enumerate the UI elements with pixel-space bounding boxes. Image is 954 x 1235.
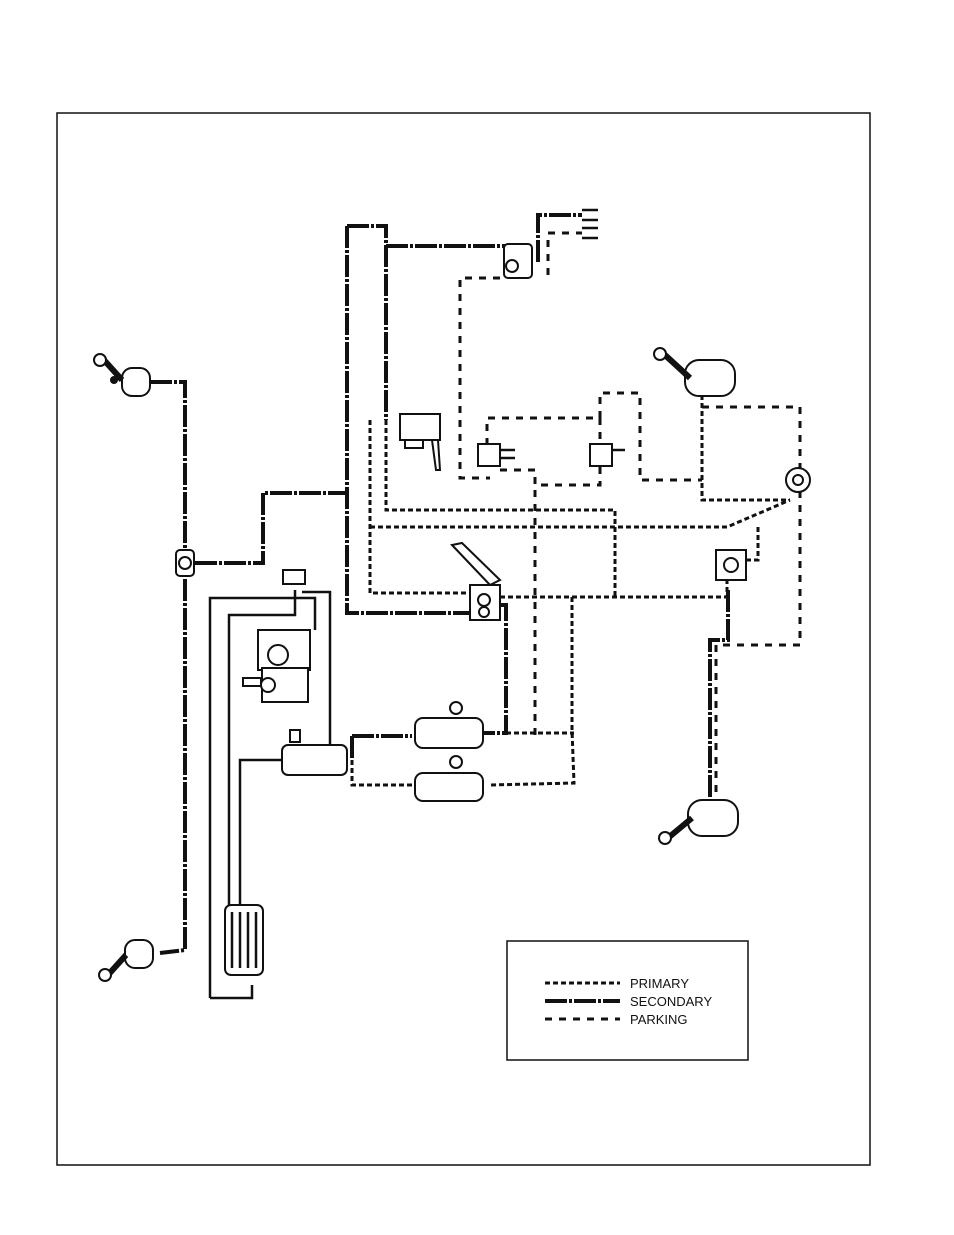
spring-brake-control-valve: [716, 550, 746, 580]
legend: PRIMARY SECONDARY PARKING: [507, 941, 748, 1060]
front-brake-chamber-left-top: [94, 354, 150, 396]
quick-release-valve: [176, 550, 194, 576]
front-brake-chamber-left-bottom: [99, 940, 153, 981]
primary-reservoir: [415, 702, 483, 748]
rear-spring-brake-chamber-bottom: [659, 800, 738, 844]
legend-primary-label: PRIMARY: [630, 976, 689, 991]
rear-spring-brake-chamber-top: [654, 348, 735, 396]
supply-reservoir: [282, 730, 347, 775]
air-dryer: [225, 905, 263, 975]
governor: [283, 570, 305, 584]
rear-relay-valve: [786, 468, 810, 492]
brake-treadle-valve: [452, 543, 500, 620]
secondary-reservoir: [415, 756, 483, 801]
air-compressor: [243, 630, 310, 702]
secondary-lines: [150, 215, 728, 953]
legend-secondary-label: SECONDARY: [630, 994, 712, 1009]
parking-control-valve-left: [478, 444, 515, 466]
hand-control-valve: [400, 414, 440, 470]
parking-control-valve-right: [590, 444, 625, 466]
legend-parking-label: PARKING: [630, 1012, 688, 1027]
gladhand-couplings: [582, 210, 598, 238]
dash-control-valve: [504, 244, 532, 278]
parking-lines: [460, 233, 800, 800]
